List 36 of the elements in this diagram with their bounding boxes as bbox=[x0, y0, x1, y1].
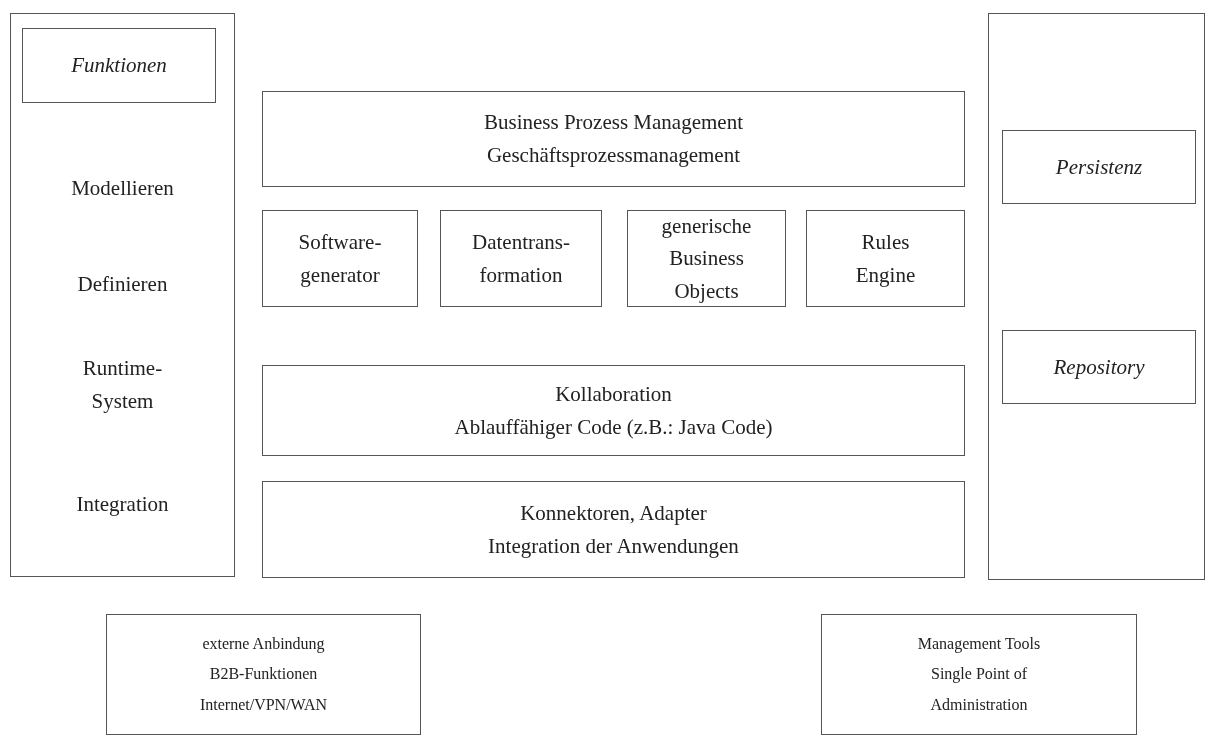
side-panel bbox=[988, 13, 1205, 580]
node-text: Ablauffähiger Code (z.B.: Java Code) bbox=[454, 413, 773, 441]
node-text: Persistenz bbox=[1055, 153, 1143, 181]
node-text: generische Business Objects bbox=[660, 212, 753, 305]
node-text: Single Point of Administration bbox=[929, 664, 1029, 715]
layer-box bbox=[262, 481, 965, 578]
node-text: Integration der Anwendungen bbox=[488, 532, 739, 560]
node-text: Business Prozess Management bbox=[484, 109, 743, 137]
info-box bbox=[821, 614, 1137, 735]
node-text: B2B-Funktionen bbox=[209, 664, 318, 685]
storage-box bbox=[1002, 130, 1196, 204]
layer-box bbox=[440, 210, 602, 307]
node-text: Datentrans- formation bbox=[471, 228, 571, 289]
layer-box bbox=[262, 91, 965, 187]
layer-box bbox=[262, 365, 965, 456]
info-box bbox=[106, 614, 421, 735]
side-panel bbox=[10, 13, 235, 577]
layer-box bbox=[627, 210, 786, 307]
node-text: Management Tools bbox=[916, 633, 1042, 655]
node-text: Konnektoren, Adapter bbox=[520, 499, 707, 527]
node-text: externe Anbindung bbox=[202, 633, 325, 655]
node-text: Kollaboration bbox=[555, 380, 672, 408]
heading-box bbox=[22, 28, 216, 103]
node-text: Modellieren bbox=[70, 175, 175, 202]
storage-box bbox=[1002, 330, 1196, 404]
node-text: Software- generator bbox=[297, 228, 383, 289]
layer-box bbox=[806, 210, 965, 307]
node-text: Rules Engine bbox=[854, 228, 917, 289]
node-text: Repository bbox=[1053, 353, 1145, 381]
node-text: Geschäftsprozessmanagement bbox=[486, 142, 741, 169]
node-text: Runtime- System bbox=[81, 355, 164, 415]
node-text: Funktionen bbox=[71, 52, 167, 80]
node-text: Definieren bbox=[76, 271, 169, 298]
node-text: Integration bbox=[75, 491, 170, 518]
layer-box bbox=[262, 210, 418, 307]
node-text: Internet/VPN/WAN bbox=[199, 694, 328, 715]
